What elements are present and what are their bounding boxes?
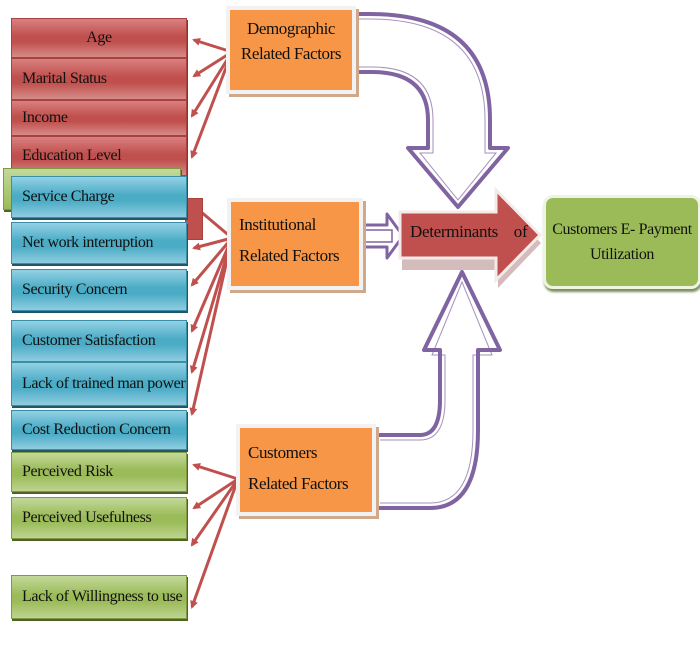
institutional-connectors xyxy=(189,204,234,416)
connector-age xyxy=(192,37,233,54)
connector-customer-satisfaction xyxy=(190,237,234,333)
determinants-label: Determinants of xyxy=(410,222,528,241)
institutional-item-customer-satisfaction: Customer Satisfaction xyxy=(11,320,187,362)
connector-marital-status xyxy=(192,50,233,78)
flow-arrow-demographic xyxy=(352,12,510,209)
connector-lack-willingness xyxy=(190,478,240,609)
factor-box-institutional-line1: Institutional xyxy=(239,215,316,234)
connector-extra xyxy=(190,478,240,547)
demographic-item-age: Age xyxy=(11,18,187,58)
factor-box-demographic-line1: Demographic xyxy=(246,19,336,38)
factor-box-customers: Customers Related Factors xyxy=(236,424,376,516)
factor-box-institutional-line2: Related Factors xyxy=(239,246,340,265)
institutional-item-security-concern: Security Concern xyxy=(11,269,187,311)
connector-network-interruption xyxy=(192,236,233,251)
connector-cost-reduction xyxy=(189,237,234,416)
connector-perceived-risk xyxy=(192,463,239,481)
factor-box-customers-line2: Related Factors xyxy=(248,474,349,493)
demographic-item-marital-status: Marital Status xyxy=(11,58,187,100)
flow-arrow-institutional xyxy=(361,212,405,260)
connector-security-concern xyxy=(190,237,234,287)
outcome-box: Customers E- Payment Utilization xyxy=(543,195,700,289)
factor-box-demographic: Demographic Related Factors xyxy=(226,6,356,94)
factor-box-institutional: Institutional Related Factors xyxy=(227,198,363,290)
connector-income xyxy=(190,51,234,118)
flow-arrow-customer xyxy=(374,270,502,510)
customer-connectors xyxy=(190,463,240,609)
determinants-arrow xyxy=(398,186,543,284)
institutional-item-network-interruption: Net work interruption xyxy=(11,222,187,264)
connector-lack-trained-manpower xyxy=(189,237,234,374)
overlapped-red-box xyxy=(185,198,203,240)
factor-box-customers-line1: Customers xyxy=(248,443,318,462)
outcome-line2: Utilization xyxy=(589,246,655,263)
customer-item-perceived-risk: Perceived Risk xyxy=(11,452,187,492)
connector-perceived-usefulness xyxy=(192,477,239,510)
demographic-item-income: Income xyxy=(11,100,187,136)
outcome-line1: Customers E- Payment xyxy=(552,221,692,238)
institutional-item-lack-trained-manpower: Lack of trained man power xyxy=(11,362,187,406)
demographic-connectors xyxy=(190,37,234,159)
factor-box-demographic-line2: Related Factors xyxy=(240,44,342,63)
customer-item-lack-willingness: Lack of Willingness to use xyxy=(11,575,187,619)
institutional-item-service-charge: Service Charge xyxy=(11,176,187,218)
institutional-item-cost-reduction: Cost Reduction Concern xyxy=(11,410,187,450)
customer-item-perceived-usefulness: Perceived Usefulness xyxy=(11,497,187,539)
connector-education-level xyxy=(190,51,234,159)
